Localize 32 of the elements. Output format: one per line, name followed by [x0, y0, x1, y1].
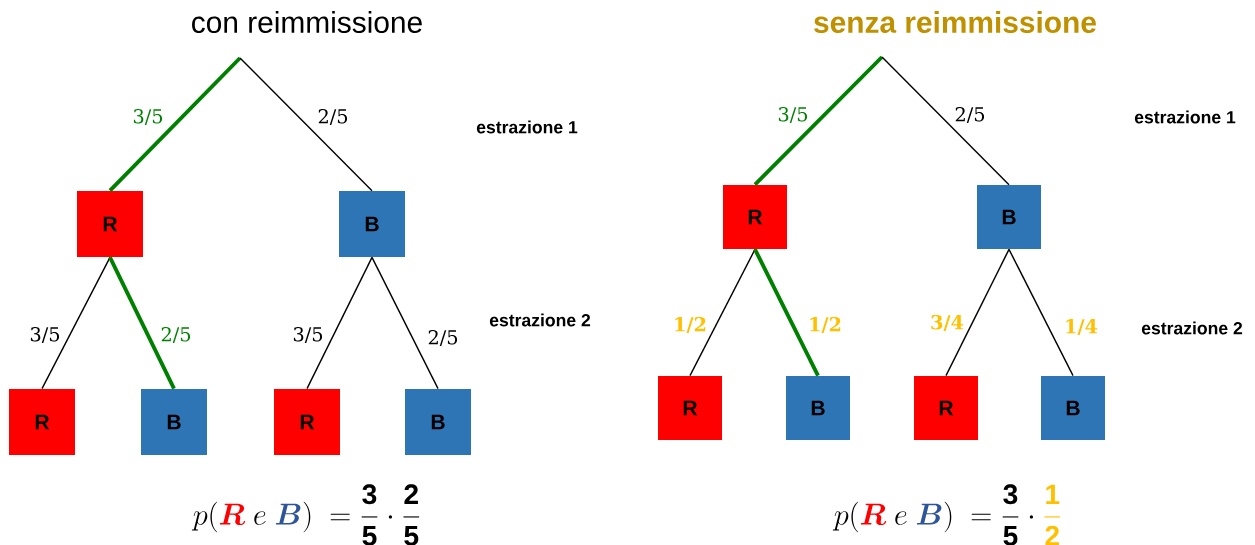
- formula: $p(\textcolor[HTML]{FF0000}{\boldsymbol{R}}\ e\ \textcolor[HTML]{2E5597}{\boldsymbol{B}})\ =\dfrac{\mathbf{3}}{\mathbf{5}}\cdot\dfrac{\mathbf{2}}{\mathbf{5}}$: [191, 484, 420, 545]
- panel-title: senza reimmissione: [814, 11, 1096, 33]
- branch-line: [753, 55, 884, 186]
- branch-line: [306, 256, 373, 390]
- edge-label: 2/5: [318, 108, 348, 126]
- branch-line: [753, 248, 820, 377]
- branch-line: [239, 57, 373, 192]
- level-label: estrazione 2: [1141, 321, 1243, 335]
- edge-label: 1/4: [1066, 318, 1098, 336]
- branch-line: [108, 256, 176, 390]
- edge-label: 3/5: [133, 108, 163, 126]
- level-label: estrazione 1: [1134, 110, 1236, 124]
- formula: $p(\textcolor[HTML]{FF0000}{\boldsymbol{R}}\ e\ \textcolor[HTML]{2E5597}{\boldsymbol{B}})\ =\dfrac{\mathbf{3}}{\mathbf{5}}\cdot\textcolor[HTML]{FFC000}{\dfrac{\mathbf{1}}{\mathbf{2}}}$: [832, 484, 1061, 545]
- edge-label: 2/5: [161, 326, 191, 344]
- edge-label: 1/2: [810, 316, 841, 334]
- branch-line: [945, 248, 1010, 377]
- branch-line: [1008, 248, 1074, 377]
- branch-line: [41, 256, 111, 390]
- branch-line: [689, 248, 756, 377]
- edge-label: 1/2: [675, 316, 706, 334]
- branch-line: [881, 56, 1010, 186]
- edge-label: 3/5: [293, 326, 323, 344]
- edge-label: 2/5: [955, 106, 985, 124]
- panel-title: con reimmissione: [192, 11, 422, 33]
- level-label: estrazione 2: [489, 313, 591, 327]
- edge-label: 3/5: [778, 106, 808, 124]
- edge-label: 3/4: [931, 314, 964, 332]
- edge-label: 2/5: [428, 329, 458, 347]
- edge-label: 3/5: [30, 326, 60, 344]
- level-label: estrazione 1: [476, 120, 578, 134]
- branch-line: [371, 256, 439, 390]
- branch-line: [108, 56, 242, 192]
